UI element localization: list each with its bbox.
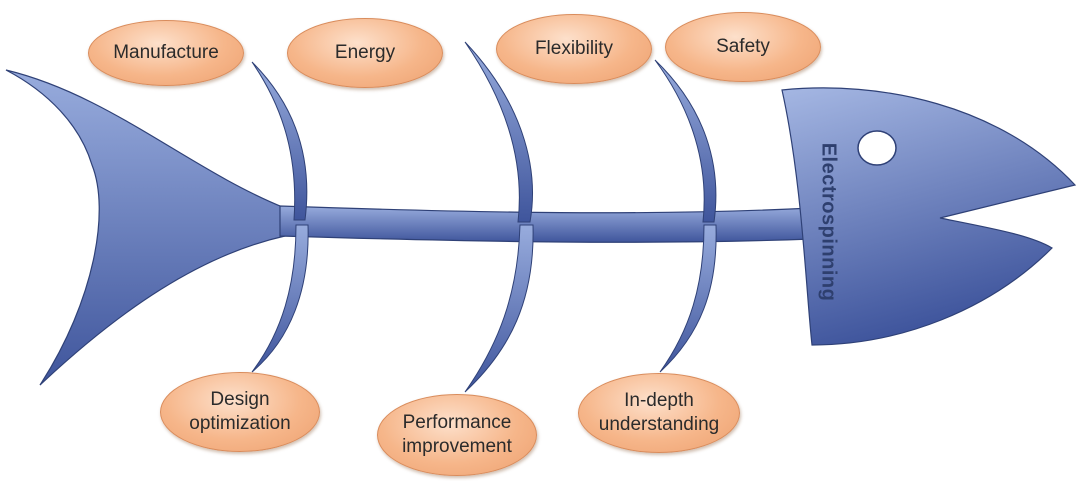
- cause-label: Flexibility: [534, 38, 614, 60]
- fish-tail: [5, 69, 286, 386]
- lower-bone-1: [251, 224, 309, 373]
- cause-label-line-2: understanding: [598, 414, 720, 435]
- upper-bone-2: [464, 41, 533, 223]
- lower-bone-3: [659, 224, 717, 373]
- fish-head: [781, 87, 1077, 346]
- cause-bubble-in-depth-understanding: In-depth understanding: [578, 373, 740, 453]
- upper-bone-1: [251, 61, 308, 221]
- cause-label: Safety: [716, 36, 770, 58]
- cause-label-line-2: optimization: [189, 413, 291, 434]
- upper-bone-3: [654, 59, 717, 223]
- cause-label-line-2: improvement: [402, 436, 512, 457]
- cause-label: Manufacture: [113, 42, 219, 64]
- cause-bubble-performance-improvement: Performance improvement: [377, 394, 537, 476]
- lower-bone-2: [464, 224, 534, 393]
- cause-label-line-1: Performance: [402, 412, 512, 434]
- cause-bubble-flexibility: Flexibility: [496, 14, 652, 84]
- cause-label-line-1: In-depth: [624, 390, 694, 412]
- cause-bubble-design-optimization: Design optimization: [160, 372, 320, 452]
- fish-eye: [857, 130, 897, 166]
- cause-label-line-1: Design: [210, 389, 270, 411]
- cause-bubble-manufacture: Manufacture: [88, 20, 244, 86]
- head-label-electrospinning: Electrospinning: [817, 142, 840, 302]
- cause-bubble-safety: Safety: [665, 12, 821, 82]
- fish-spine: [279, 205, 813, 243]
- cause-bubble-energy: Energy: [287, 18, 443, 88]
- cause-label: Energy: [334, 42, 396, 64]
